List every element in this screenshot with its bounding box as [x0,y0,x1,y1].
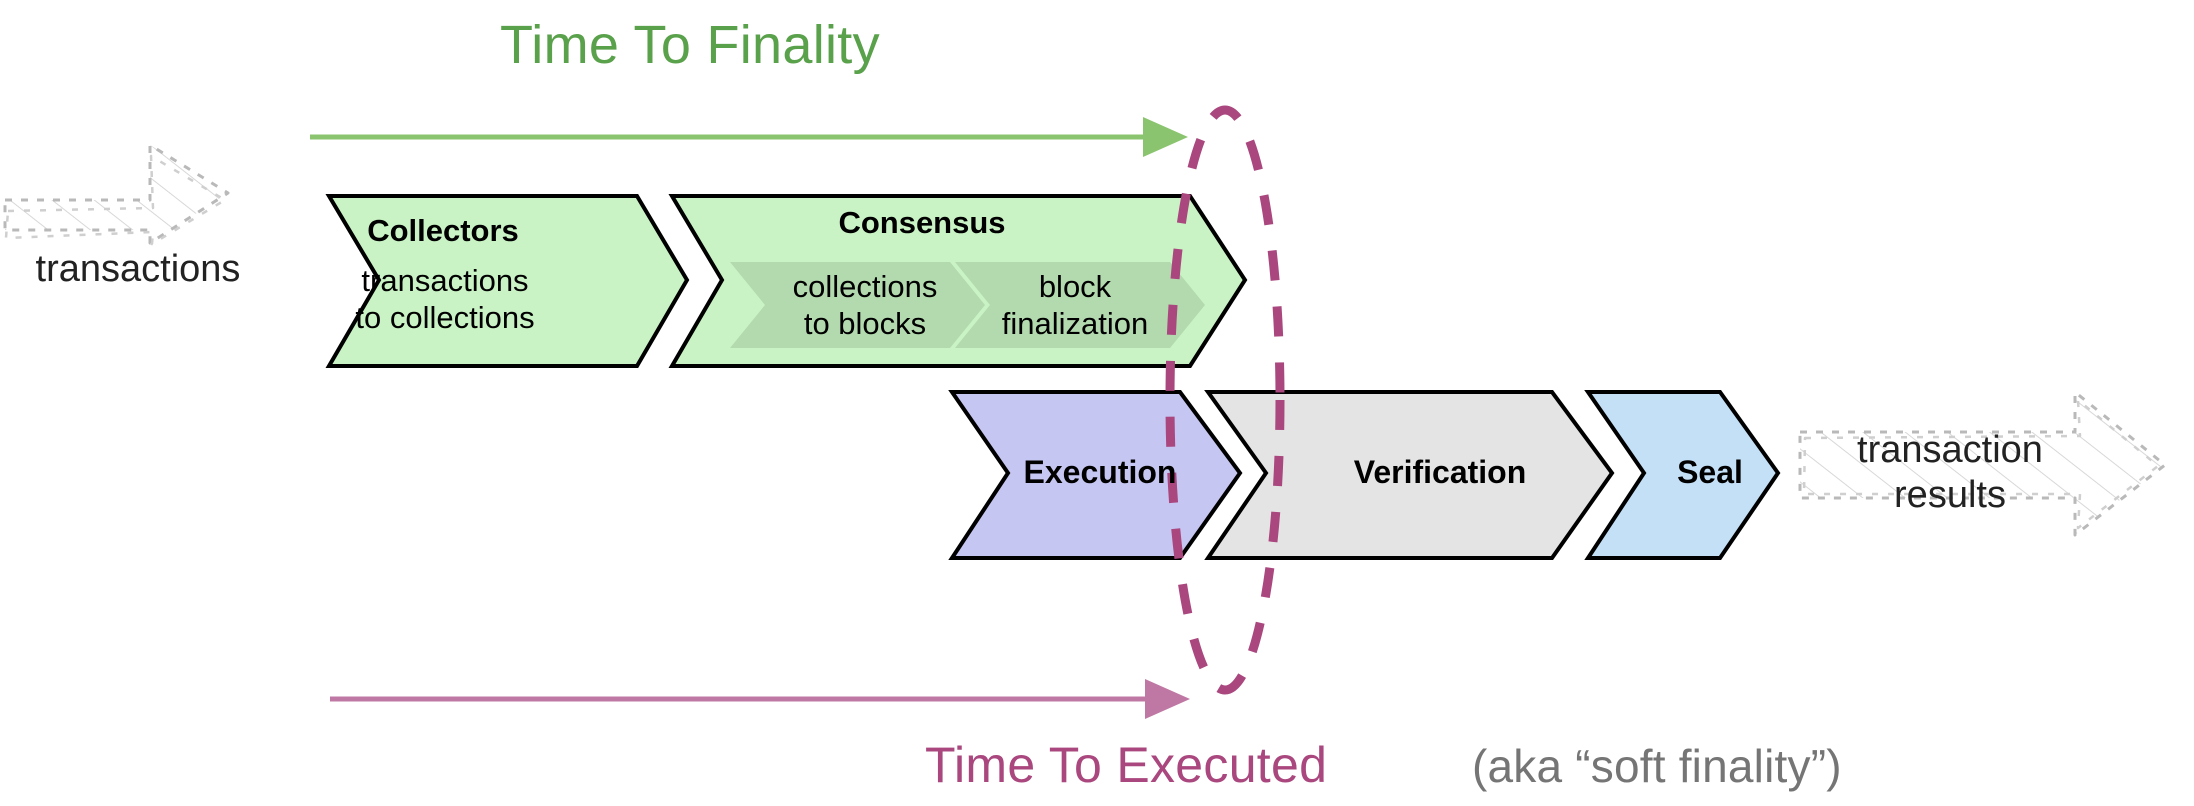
chevron-verification[interactable] [1204,390,1615,560]
transaction-results-output-arrow [1798,390,2167,537]
time-to-finality-title: Time To Finality [500,15,880,75]
consensus-title: Consensus [838,205,1006,240]
verification-label: Verification [1353,454,1527,490]
substep-label-collections-to-blocks: collections to blocks [792,269,938,342]
seal-label: Seal [1677,454,1743,490]
soft-finality-note: (aka “soft finality”) [1472,740,1842,792]
finality-boundary-ellipse [1165,105,1285,695]
substep-collections-to-blocks[interactable] [730,262,985,348]
transactions-input-label: transactions [35,248,241,290]
chevron-collectors[interactable] [325,194,690,368]
collectors-title: Collectors [367,213,519,248]
substep-label-block-finalization: block finalization [1001,269,1149,342]
transactions-input-arrow [3,143,230,246]
transaction-results-label: transaction results [1857,429,2043,516]
chevron-seal[interactable] [1584,390,1781,560]
time-to-executed-caption: Time To Executed [925,737,1328,793]
execution-label: Execution [1023,454,1177,490]
substep-block-finalization[interactable] [955,262,1205,348]
collectors-subtitle: transactions to collections [355,263,535,336]
